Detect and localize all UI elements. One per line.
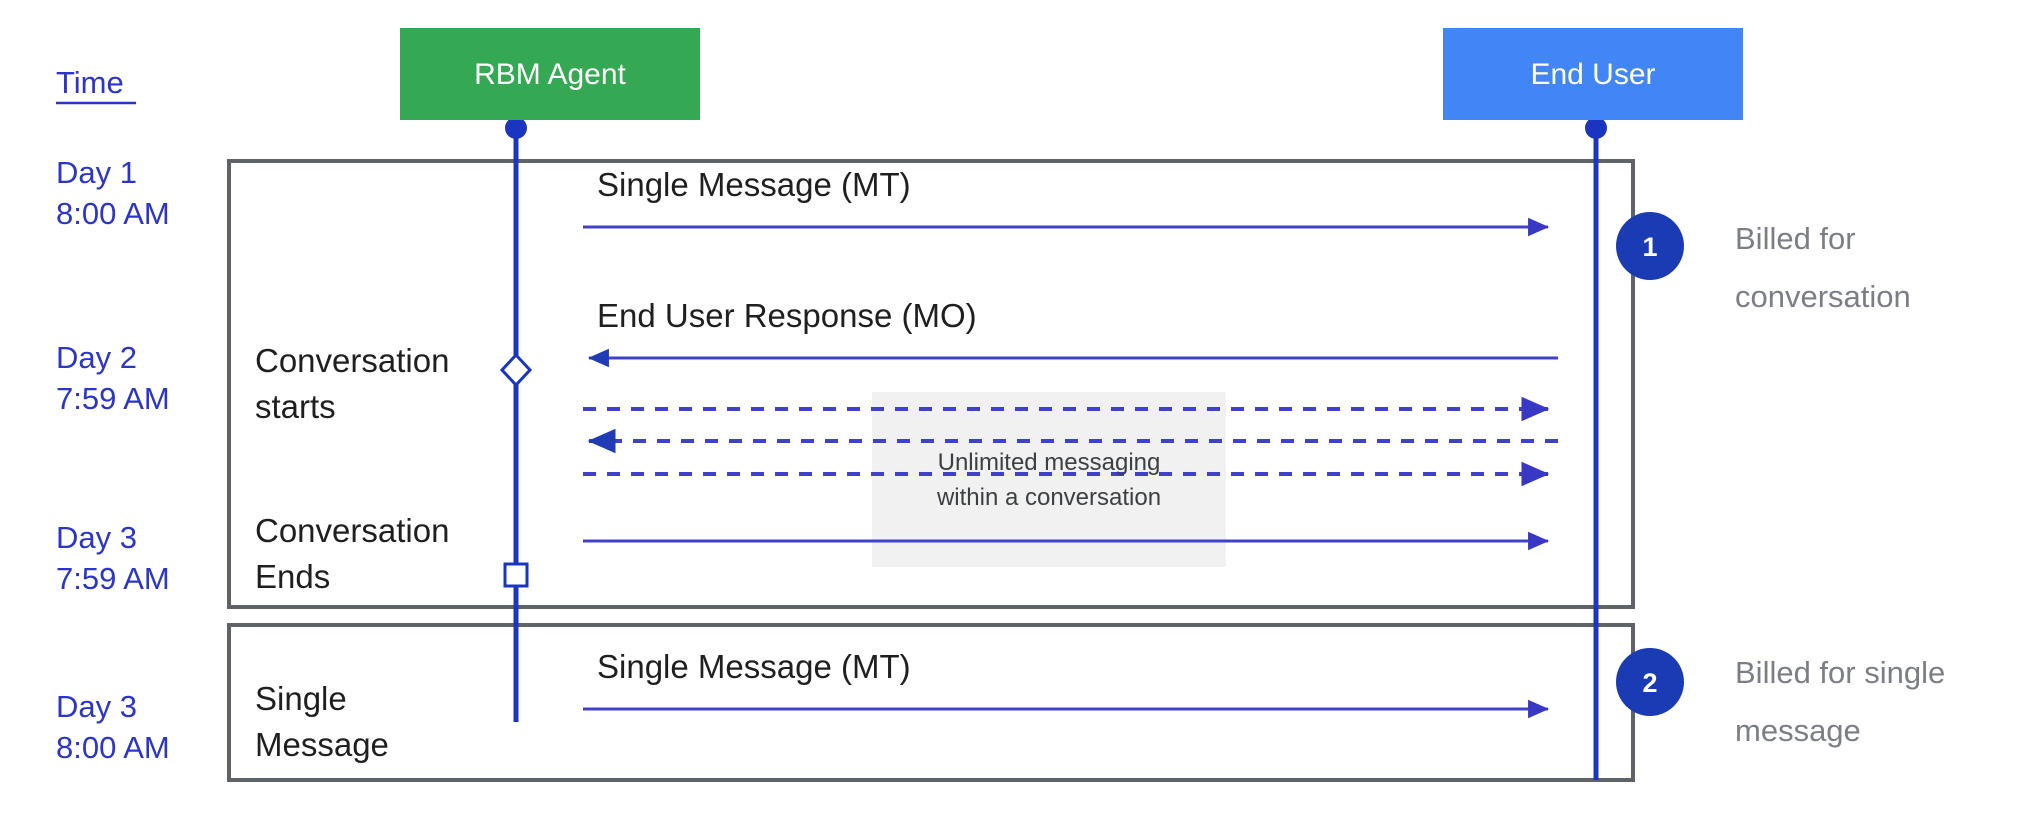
stage-label-line2: starts — [255, 388, 336, 425]
time-day-text: Day 3 — [56, 520, 137, 555]
message-mo-response: End User Response (MO) — [587, 297, 1558, 368]
time-label-day1: Day 1 8:00 AM — [56, 155, 170, 231]
badge-number-1: 1 — [1642, 232, 1657, 262]
time-label-day3-single: Day 3 8:00 AM — [56, 689, 170, 765]
note-line1: Unlimited messaging — [938, 449, 1161, 476]
time-clock-text: 8:00 AM — [56, 196, 170, 231]
stage-label-line2: Ends — [255, 558, 330, 595]
actor-end-user[interactable]: End User — [1443, 28, 1743, 120]
stage-label-line1: Conversation — [255, 512, 449, 549]
stage-label-line2: Message — [255, 726, 389, 763]
billing-label-line1: Billed for — [1735, 221, 1856, 256]
time-label-day2: Day 2 7:59 AM — [56, 340, 170, 416]
message-mt-second: Single Message (MT) — [583, 648, 1550, 719]
billing-callout-conversation[interactable]: 1 Billed for conversation — [1616, 212, 1911, 314]
end-user-box[interactable] — [1443, 28, 1743, 120]
single-message-group-box — [227, 623, 1635, 782]
stage-conversation-starts: Conversation starts — [255, 342, 449, 425]
badge-number-2: 2 — [1642, 668, 1657, 698]
time-axis-title: Time — [56, 65, 124, 100]
end-user-label: End User — [1530, 58, 1655, 91]
time-clock-text: 7:59 AM — [56, 381, 170, 416]
rbm-agent-box[interactable] — [400, 28, 700, 120]
badge-circle-1[interactable] — [1616, 212, 1684, 280]
actor-rbm-agent[interactable]: RBM Agent — [400, 28, 700, 120]
billing-label-line2: conversation — [1735, 279, 1911, 314]
time-axis-header: Time — [56, 65, 136, 105]
unlimited-messaging-note: Unlimited messaging within a conversatio… — [936, 449, 1161, 511]
badge-circle-2[interactable] — [1616, 648, 1684, 716]
message-label: End User Response (MO) — [597, 297, 977, 334]
unlimited-messaging-note-box — [872, 392, 1226, 567]
time-label-day3-end: Day 3 7:59 AM — [56, 520, 170, 596]
stage-label-line1: Conversation — [255, 342, 449, 379]
end-user-lifeline-head — [1585, 117, 1607, 139]
message-label: Single Message (MT) — [597, 648, 911, 685]
time-day-text: Day 2 — [56, 340, 137, 375]
rbm-agent-label: RBM Agent — [474, 58, 626, 91]
note-line2: within a conversation — [936, 484, 1161, 511]
stage-conversation-ends: Conversation Ends — [255, 512, 449, 595]
conversation-end-square-marker — [503, 562, 529, 588]
conversation-start-diamond-marker — [499, 352, 533, 388]
time-clock-text: 8:00 AM — [56, 730, 170, 765]
billing-callout-single-message[interactable]: 2 Billed for single message — [1616, 648, 1945, 748]
conversation-group-box — [227, 159, 1635, 609]
time-day-text: Day 1 — [56, 155, 137, 190]
time-clock-text: 7:59 AM — [56, 561, 170, 596]
time-day-text: Day 3 — [56, 689, 137, 724]
message-label: Single Message (MT) — [597, 166, 911, 203]
stage-label-line1: Single — [255, 680, 347, 717]
billing-label-line1: Billed for single — [1735, 655, 1945, 690]
message-mt-first: Single Message (MT) — [583, 166, 1550, 237]
billing-label-line2: message — [1735, 713, 1861, 748]
rbm-agent-lifeline-head — [505, 117, 527, 139]
stage-single-message: Single Message — [255, 680, 389, 763]
